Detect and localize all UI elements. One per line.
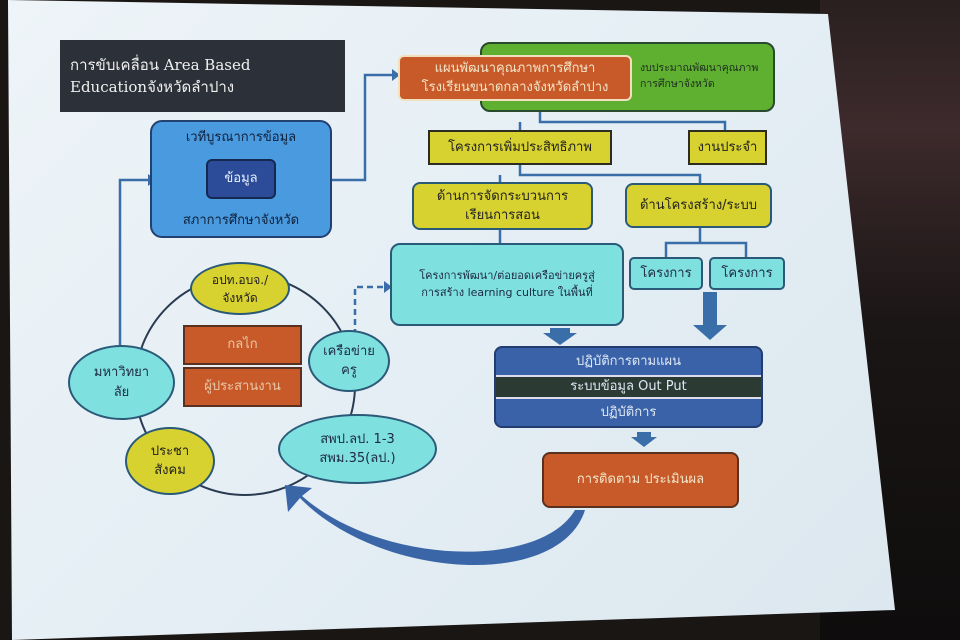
node-line: เครือข่าย [323, 343, 375, 359]
network-project-box: โครงการพัฒนา/ต่อยอดเครือข่ายครูสู่การสร้… [390, 243, 624, 326]
output-system: ระบบข้อมูล Out Put [496, 375, 761, 399]
project-box: โครงการ [629, 257, 703, 290]
monitoring-box: การติดตาม ประเมินผล [542, 452, 739, 508]
down-arrow-icon [693, 292, 727, 340]
node-line: จังหวัด [222, 290, 258, 305]
teaching-line: ด้านการจัดกระบวนการ [436, 188, 569, 204]
forum-title: เวทีบูรณาการข้อมูล [185, 129, 297, 145]
execution: ปฏิบัติการ [600, 404, 657, 420]
node-line: สพม.35(ลป.) [319, 451, 396, 466]
plan-line: แผนพัฒนาคุณภาพการศึกษา [434, 60, 596, 76]
network-line: การสร้าง learning culture ในพื้นที่ [421, 285, 593, 299]
execution-box: ปฏิบัติการตามแผนระบบข้อมูล Out Put ปฏิบัต… [494, 346, 763, 428]
budget-line: งบประมาณพัฒนาคุณภาพ [640, 62, 759, 75]
node-line: มหาวิทยา [93, 365, 150, 380]
node-local-gov: อปท.อบจ./ จังหวัด [190, 262, 290, 315]
feedback-curved-arrow [285, 485, 585, 566]
teaching-line: เรียนการสอน [465, 208, 540, 223]
budget-line: การศึกษาจังหวัด [640, 78, 715, 90]
title-line: Educationจังหวัดลำปาง [70, 78, 235, 96]
project-box: โครงการ [709, 257, 785, 290]
dashed-arrow [353, 285, 385, 335]
arrow-to-plan [332, 73, 392, 182]
down-arrow-icon [543, 328, 577, 345]
plan-line: โรงเรียนขนาดกลางจังหวัดลำปาง [421, 80, 609, 95]
node-civil-society: ประชาสังคม [125, 427, 215, 495]
node-line: ประชา [150, 443, 190, 459]
network-line: โครงการพัฒนา/ต่อยอดเครือข่ายครูสู่ [419, 269, 595, 282]
arrow-to-forum [118, 178, 148, 345]
node-line: สังคม [154, 463, 186, 478]
node-university: มหาวิทยาลัย [68, 345, 175, 420]
mechanism-box: กลไก [183, 325, 302, 365]
node-education-office: สพป.ลป. 1-3 สพม.35(ลป.) [278, 414, 437, 484]
teaching-box: ด้านการจัดกระบวนการเรียนการสอน [412, 182, 593, 230]
structure-box: ด้านโครงสร้าง/ระบบ [625, 183, 772, 228]
node-line: สพป.ลป. 1-3 [320, 431, 395, 447]
node-line: ครู [341, 363, 357, 378]
plan-box: แผนพัฒนาคุณภาพการศึกษาโรงเรียนขนาดกลางจั… [398, 55, 632, 101]
down-arrow-icon [631, 432, 657, 447]
node-teacher-network: เครือข่ายครู [308, 330, 390, 392]
node-line: อปท.อบจ./ [211, 272, 269, 287]
data-box: ข้อมูล [206, 159, 276, 199]
node-line: ลัย [113, 384, 130, 400]
efficiency-box: โครงการเพิ่มประสิทธิภาพ [428, 130, 612, 165]
forum-sub: สภาการศึกษาจังหวัด [182, 212, 300, 228]
title-line: การขับเคลื่อน Area Based [70, 55, 251, 74]
routine-box: งานประจำ [688, 130, 767, 165]
forum-box: เวทีบูรณาการข้อมูลข้อมูลสภาการศึกษาจังหว… [150, 120, 332, 238]
execution-plan: ปฏิบัติการตามแผน [575, 354, 682, 369]
coordinator-box: ผู้ประสานงาน [183, 367, 302, 407]
